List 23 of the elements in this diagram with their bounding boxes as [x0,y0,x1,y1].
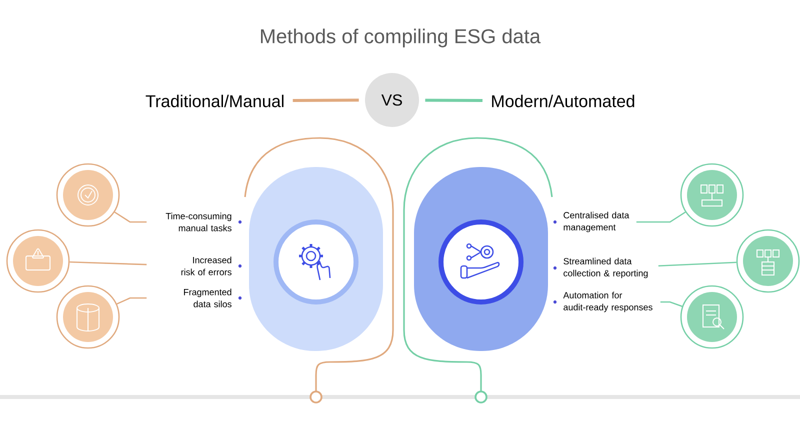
icon-circle [736,229,800,293]
connector-line [116,297,147,305]
icon-circle [680,285,744,349]
item-text: Time-consuming manual tasks [166,212,232,232]
connector-line [425,98,483,102]
item-text: Increased risk of errors [181,256,232,276]
icon-circle [56,163,120,227]
heading: Modern/Automated [492,94,634,108]
item-text: Streamlined data collection & reporting [564,258,648,278]
connector-line [70,261,147,266]
icon-circle [680,163,744,227]
title: Methods of compiling ESG data [261,28,541,48]
connector-line [660,301,682,307]
item-text: Centralised data management [564,212,630,232]
icon-circle [56,285,120,349]
connector-line [292,98,359,102]
item-text: Automation for audit-ready responses [563,292,652,312]
connector-line [636,212,686,223]
connector-line [114,212,147,223]
item-text: Fragmented data silos [184,288,232,308]
icon-circle [6,229,70,293]
connector-line [658,262,736,266]
heading: Traditional/Manual [146,94,284,108]
